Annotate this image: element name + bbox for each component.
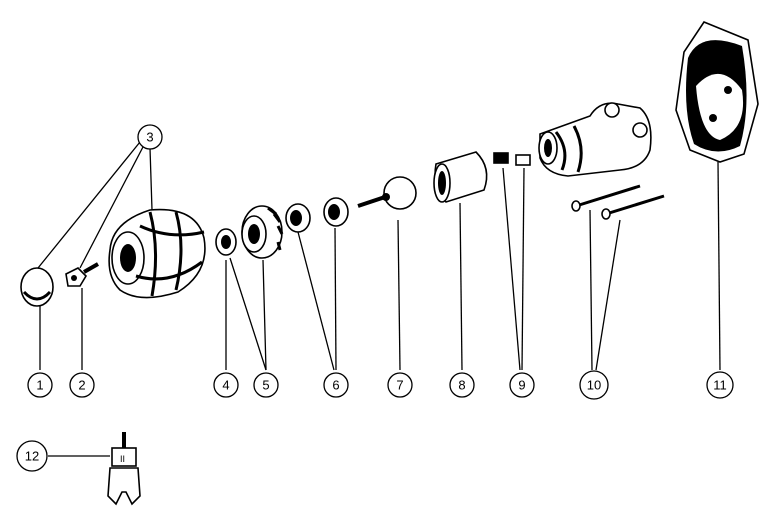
callout-label: 7: [396, 378, 403, 393]
handle-knob-icon: [108, 208, 206, 299]
callout-7: 7: [387, 372, 413, 398]
spring-seat-icon: [493, 152, 531, 166]
callout-circle: [449, 372, 475, 398]
callout-circle: [387, 372, 413, 398]
bonnet-nut-icon: [241, 205, 284, 259]
leader-lines: [37, 141, 721, 457]
callout-8: 8: [449, 372, 475, 398]
callout-12: 12: [16, 440, 48, 472]
callout-label: 8: [458, 378, 465, 393]
svg-text:II: II: [120, 454, 125, 464]
callout-label: 10: [587, 378, 601, 393]
seat-ring-icon: [285, 197, 349, 233]
callout-5: 5: [253, 372, 279, 398]
sleeve-icon: [433, 151, 488, 203]
callout-label: 2: [78, 378, 85, 393]
callout-label: 4: [222, 378, 229, 393]
callout-3: 3: [137, 124, 163, 150]
callout-9: 9: [509, 372, 535, 398]
callout-2: 2: [69, 372, 95, 398]
callout-label: 1: [36, 378, 43, 393]
callout-label: 5: [262, 378, 269, 393]
parts-layer: II: [20, 21, 759, 506]
callout-label: 9: [518, 378, 525, 393]
callout-4: 4: [213, 372, 239, 398]
screw-icon: [65, 262, 99, 287]
callout-label: 11: [713, 378, 727, 393]
callout-circle: [706, 371, 734, 399]
long-screw-icon: [571, 184, 665, 220]
callout-circle: [509, 372, 535, 398]
valve-body-icon: [538, 102, 652, 177]
callout-circle: [253, 372, 279, 398]
callout-label: 3: [146, 130, 153, 145]
callout-circle: [213, 372, 239, 398]
callout-circle: [579, 370, 609, 400]
ball-stem-icon: [357, 176, 417, 210]
callout-1: 1: [27, 372, 53, 398]
callout-circle: [69, 372, 95, 398]
washer-icon: [215, 228, 237, 256]
wrench-tool-icon: II: [107, 432, 141, 506]
callout-6: 6: [323, 372, 349, 398]
callout-label: 12: [25, 449, 39, 464]
callout-circle: [323, 372, 349, 398]
callout-label: 6: [332, 378, 339, 393]
callout-11: 11: [706, 371, 734, 399]
cap-icon: [20, 267, 54, 307]
callout-circle: [137, 124, 163, 150]
callout-10: 10: [579, 370, 609, 400]
callout-circle: [27, 372, 53, 398]
callout-circle: [16, 440, 48, 472]
escutcheon-plate-icon: [675, 21, 759, 163]
